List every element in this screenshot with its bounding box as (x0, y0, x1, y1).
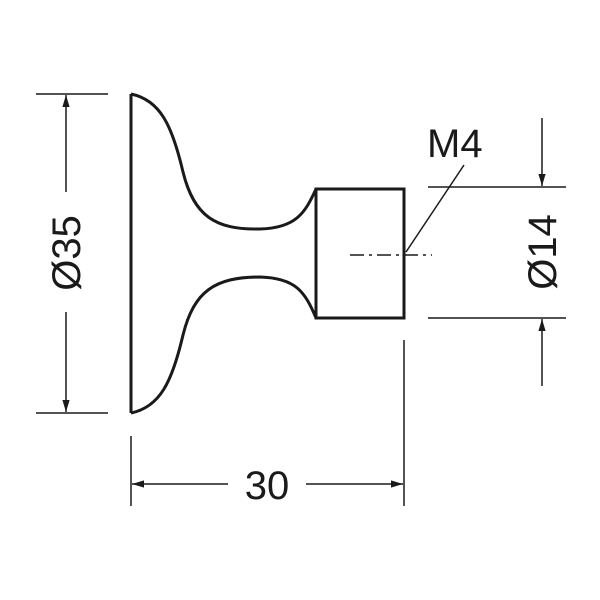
diameter-shank-label: Ø14 (521, 214, 565, 290)
thread-callout: M4 (405, 122, 483, 253)
knob-shank (314, 187, 406, 320)
length-label: 30 (245, 464, 290, 508)
dimension-diameter-overall: Ø35 (36, 93, 108, 414)
thread-leader-line (405, 164, 465, 253)
knob-upper-profile (130, 92, 318, 231)
knob-outline (129, 92, 432, 415)
dimension-diameter-shank: Ø14 (428, 118, 566, 386)
knob-lower-profile (130, 275, 318, 415)
dimension-length: 30 (130, 340, 405, 508)
thread-label: M4 (427, 122, 483, 166)
diameter-overall-label: Ø35 (45, 215, 89, 291)
